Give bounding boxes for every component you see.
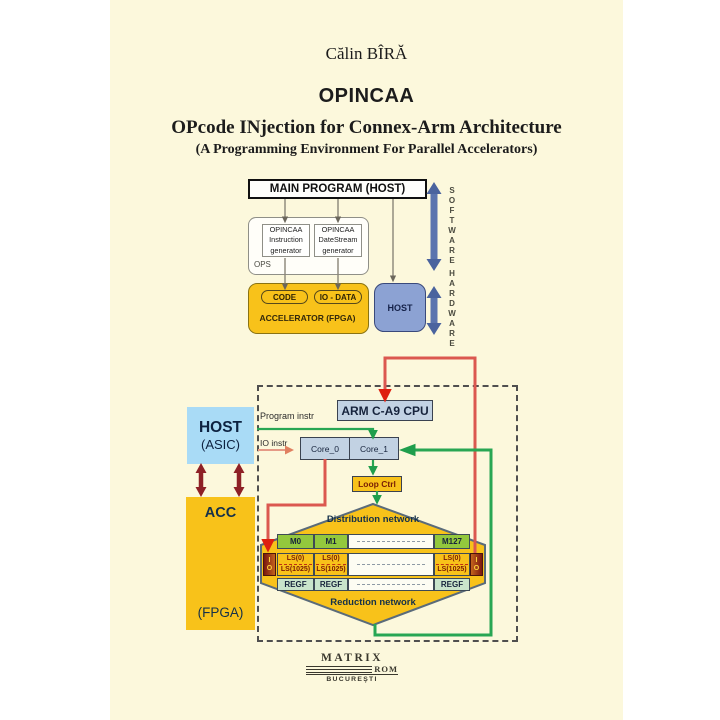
regf-row-ellipsis — [348, 578, 434, 591]
ls1025-label: LS(1025) — [316, 566, 346, 573]
book-subtitle: OPcode INjection for Connex-Arm Architec… — [171, 117, 562, 138]
program-instr-label: Program instr — [260, 411, 315, 421]
host-asic-box: HOST (ASIC) — [187, 407, 254, 464]
logo-lines — [306, 665, 373, 673]
reduction-network-label: Reduction network — [330, 597, 416, 608]
publisher-rom-row: ROM — [306, 665, 398, 673]
io-instr-label: IO instr — [260, 438, 288, 448]
publisher-city: BUCUREŞTI — [306, 674, 398, 683]
memory-cell-m0: M0 — [277, 534, 314, 549]
code-chip: CODE — [261, 290, 308, 304]
ls-cell-1: LS(0) LS(1025) — [314, 553, 348, 576]
ops-label: OPS — [254, 260, 271, 269]
acc-fpga-label: (FPGA) — [197, 605, 244, 620]
publisher-logo: MATRIX ROM BUCUREŞTI — [306, 652, 398, 683]
author-name: Călin BÎRĂ — [325, 44, 408, 63]
host-asic-subtitle: (ASIC) — [201, 437, 240, 452]
regf-cell-1: REGF — [314, 578, 348, 591]
ls0-label: LS(0) — [322, 555, 340, 562]
regf-cell-127: REGF — [434, 578, 470, 591]
main-program-box: MAIN PROGRAM (HOST) — [248, 179, 427, 199]
memory-row-ellipsis — [348, 534, 434, 549]
io-data-chip: IO - DATA — [314, 290, 362, 304]
hardware-vertical-label: H A R D W A R E — [448, 269, 456, 348]
ls-row-ellipsis — [348, 553, 434, 576]
distribution-network-label: Distribution network — [326, 514, 420, 525]
ls-cell-127: LS(0) LS(1025) — [434, 553, 470, 576]
host-fpga-box: HOST — [374, 283, 426, 332]
datestream-generator-box: OPINCAA DateStream generator — [314, 224, 362, 257]
publisher-rom: ROM — [374, 664, 398, 674]
acc-fpga-box: ACC (FPGA) — [186, 497, 255, 630]
ls1025-label: LS(1025) — [280, 566, 311, 573]
core1-cell: Core_1 — [349, 438, 398, 459]
memory-cell-m1: M1 — [314, 534, 348, 549]
host-asic-title: HOST — [198, 419, 243, 436]
software-vertical-label: S O F T W A R E — [448, 186, 456, 265]
arm-cpu-box: ARM C-A9 CPU — [337, 400, 433, 421]
book-tagline: (A Programming Environment For Parallel … — [195, 142, 538, 157]
io-block-right: I O — [470, 553, 483, 576]
ls1025-label: LS(1025) — [437, 566, 467, 573]
core-box: Core_0 Core_1 — [300, 437, 399, 460]
instruction-generator-box: OPINCAA Instruction generator — [262, 224, 310, 257]
ls0-label: LS(0) — [443, 555, 461, 562]
core0-cell: Core_0 — [311, 443, 339, 454]
book-title: OPINCAA — [318, 85, 415, 107]
loop-ctrl-box: Loop Ctrl — [352, 476, 402, 492]
acc-label: ACC — [204, 505, 237, 521]
ls-cell-0: LS(0) LS(1025) — [277, 553, 314, 576]
ls0-label: LS(0) — [286, 555, 305, 562]
memory-cell-m127: M127 — [434, 534, 470, 549]
accelerator-label: ACCELERATOR (FPGA) — [259, 313, 356, 323]
publisher-name: MATRIX — [320, 652, 384, 664]
io-block-left: I O — [263, 553, 276, 576]
regf-cell-0: REGF — [277, 578, 314, 591]
